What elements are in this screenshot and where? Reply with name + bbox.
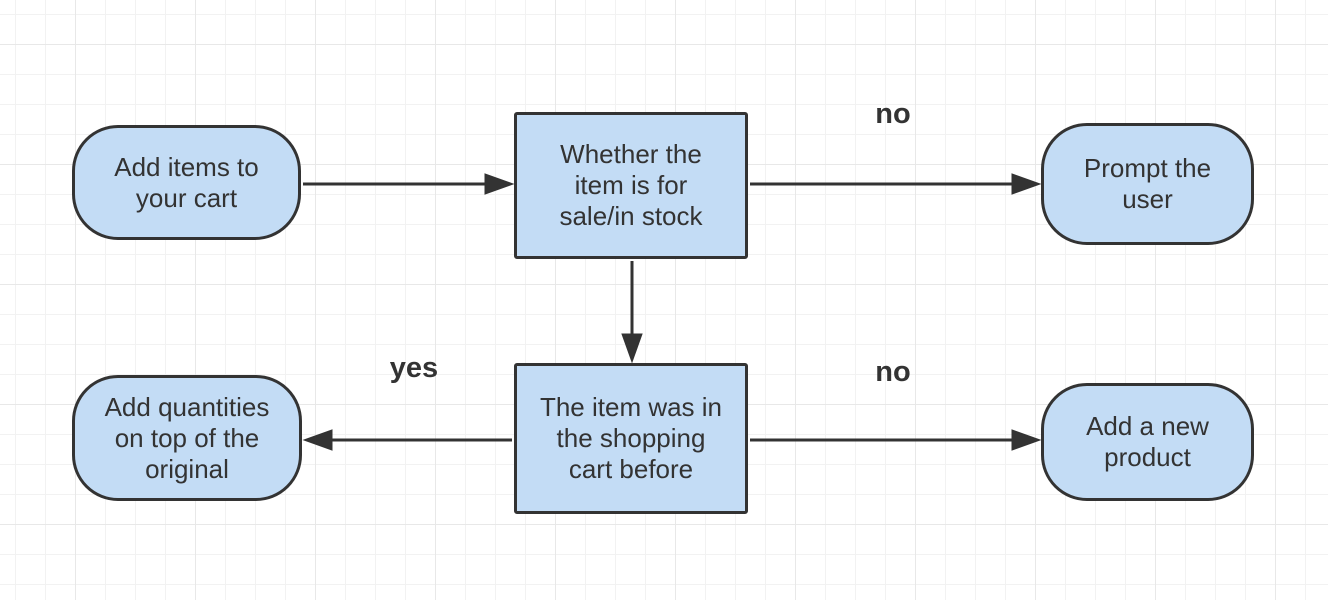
edge-label-no-not-in-cart: no <box>875 356 911 388</box>
node-label: The item was in the shopping cart before <box>539 392 723 484</box>
arrow-check-cart-to-add-product[interactable] <box>750 429 1042 451</box>
node-label: Add quantities on top of the original <box>104 391 270 484</box>
arrow-check-stock-to-check-cart[interactable] <box>621 261 643 364</box>
arrowhead-down <box>621 333 643 364</box>
node-prompt-the-user[interactable]: Prompt the user <box>1041 123 1254 245</box>
node-label: Prompt the user <box>1083 153 1212 214</box>
arrowhead-right <box>1011 173 1042 195</box>
node-label: Whether the item is for sale/in stock <box>559 139 703 231</box>
arrowhead-right <box>484 173 515 195</box>
node-check-item-in-stock[interactable]: Whether the item is for sale/in stock <box>514 112 748 259</box>
arrowhead-right <box>1011 429 1042 451</box>
node-add-new-product[interactable]: Add a new product <box>1041 383 1254 501</box>
arrow-check-stock-to-prompt-user[interactable] <box>750 173 1042 195</box>
node-add-items-to-cart[interactable]: Add items to your cart <box>72 125 301 240</box>
node-item-in-cart-before[interactable]: The item was in the shopping cart before <box>514 363 748 514</box>
node-label: Add a new product <box>1086 411 1209 472</box>
arrow-check-cart-to-add-quantities[interactable] <box>302 429 512 451</box>
arrowhead-left <box>302 429 333 451</box>
node-add-quantities[interactable]: Add quantities on top of the original <box>72 375 302 501</box>
edge-label-yes-in-cart: yes <box>389 352 439 384</box>
edge-label-no-stock: no <box>875 98 911 130</box>
arrow-add-items-to-check-stock[interactable] <box>303 173 515 195</box>
node-label: Add items to your cart <box>114 151 259 213</box>
